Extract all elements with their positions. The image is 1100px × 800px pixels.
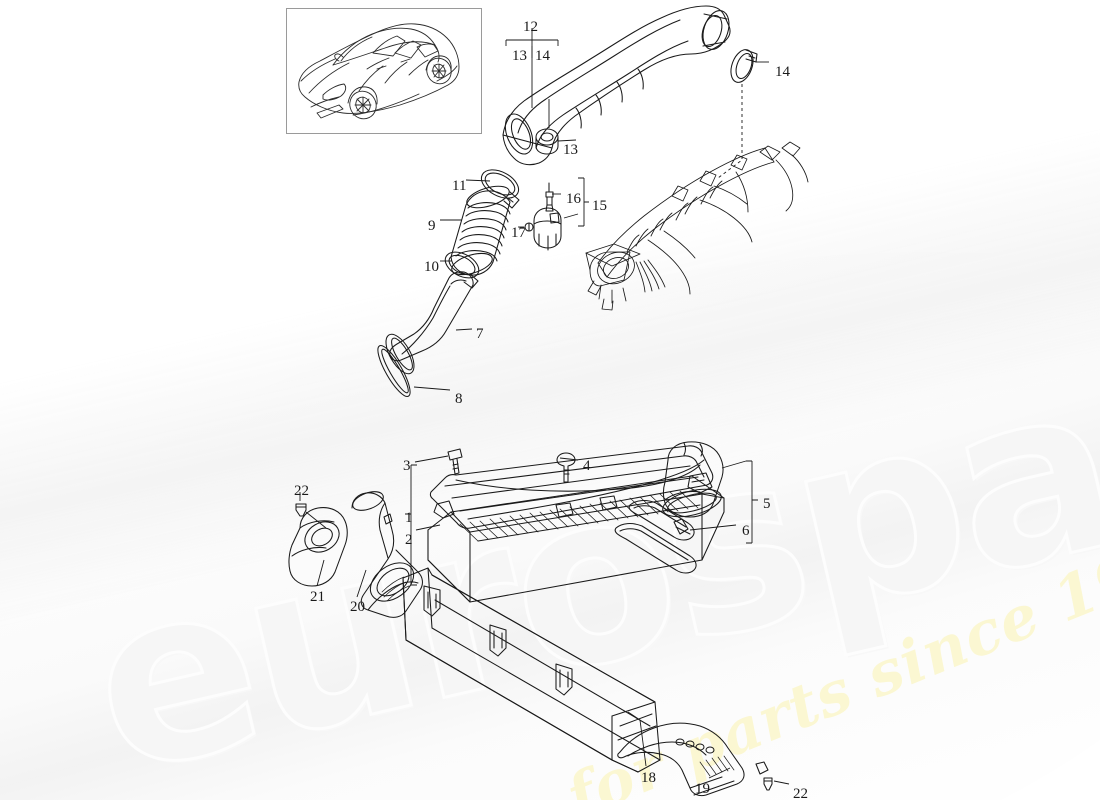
vehicle-thumbnail-box — [286, 8, 482, 134]
part-9-intake-bellows — [450, 185, 511, 276]
part-20-air-intake-snorkel — [351, 491, 423, 618]
part-16-sensor — [545, 182, 554, 212]
callout-label-20: 20 — [350, 599, 365, 615]
part-7-air-intake-duct — [385, 271, 474, 375]
callout-label-16: 16 — [566, 191, 581, 207]
callout-label-4: 4 — [583, 458, 591, 474]
part-6-seal-lower — [614, 523, 697, 574]
part-5-resonator-cover — [662, 441, 724, 518]
callout-label-11: 11 — [452, 178, 467, 194]
part-18-air-cleaner-housing — [402, 567, 661, 773]
callout-label-5: 5 — [763, 496, 771, 512]
callout-label-7: 7 — [476, 326, 484, 342]
intake-manifold-assembly — [585, 141, 809, 311]
part-4-screw — [556, 452, 576, 483]
callout-label-17: 17 — [511, 225, 526, 241]
callout-label-8: 8 — [455, 391, 463, 407]
part-21-resonator-elbow — [288, 507, 348, 587]
callout-label-3: 3 — [403, 458, 411, 474]
part-10-clamp — [444, 251, 480, 289]
part-1-housing-cover — [429, 445, 714, 529]
callout-label-1: 1 — [405, 510, 413, 526]
callout-label-13top: 13 — [512, 48, 527, 64]
part-13-grommet — [535, 128, 559, 155]
part-19-lower-air-duct — [617, 722, 769, 797]
callout-label-19: 19 — [695, 781, 710, 797]
part-22-clip-bottom — [763, 777, 773, 791]
vehicle-silhouette — [298, 23, 460, 120]
callout-label-13: 13 — [563, 142, 578, 158]
callout-label-12: 12 — [523, 19, 538, 35]
part-upper-air-duct — [502, 5, 731, 166]
callout-label-14top: 14 — [535, 48, 550, 64]
callout-label-6: 6 — [742, 523, 750, 539]
part-22-clip-top — [295, 503, 307, 517]
part-15-sensor-housing — [533, 207, 562, 251]
callout-label-15: 15 — [592, 198, 607, 214]
part-17-clip — [524, 222, 534, 232]
callout-label-14: 14 — [775, 64, 790, 80]
callout-label-10: 10 — [424, 259, 439, 275]
part-3-screw — [447, 448, 463, 475]
part-8-seal-ring — [377, 345, 411, 397]
callout-label-9: 9 — [428, 218, 436, 234]
callout-label-21: 21 — [310, 589, 325, 605]
part-14-clamp — [730, 49, 758, 83]
callout-label-22bot: 22 — [793, 786, 808, 800]
callout-label-18: 18 — [641, 770, 656, 786]
callout-label-22top: 22 — [294, 483, 309, 499]
part-6-seal — [628, 500, 695, 541]
callout-label-2: 2 — [405, 532, 413, 548]
callout-leader-lines — [299, 28, 790, 785]
